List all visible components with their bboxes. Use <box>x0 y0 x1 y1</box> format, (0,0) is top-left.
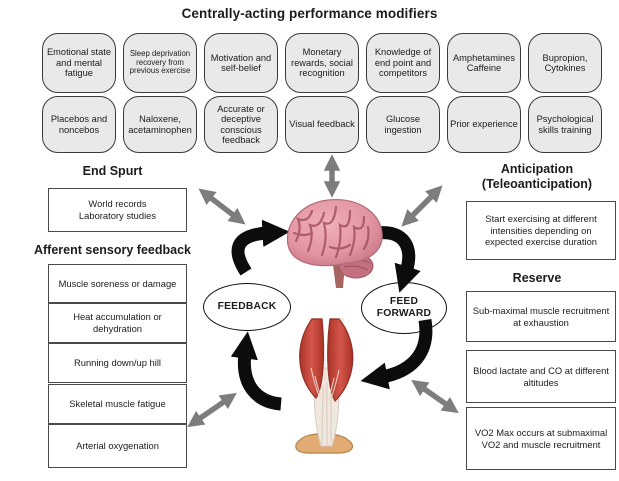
afferent-heading: Afferent sensory feedback <box>33 243 191 257</box>
modifier-box-motivation: Motivation and self-belief <box>204 33 278 93</box>
afferent-box-skeletal-fatigue: Skeletal muscle fatigue <box>48 384 187 424</box>
modifier-box-psych-skills: Psychological skills training <box>528 96 602 153</box>
afferent-box-arterial-oxygenation: Arterial oxygenation <box>48 424 187 468</box>
arrow-muscle-to-feedback-icon <box>230 331 282 411</box>
arrow-afferent-muscle-icon <box>187 392 237 428</box>
end-spurt-box: World records Laboratory studies <box>48 188 187 232</box>
modifier-box-monetary-rewards: Monetary rewards, social recognition <box>285 33 359 93</box>
modifier-box-placebos: Placebos and noncebos <box>42 96 116 153</box>
reserve-heading: Reserve <box>512 271 562 285</box>
anticipation-box: Start exercising at different intensitie… <box>466 201 616 260</box>
arrow-feedback-to-brain-icon <box>231 219 290 276</box>
modifier-box-emotional-state: Emotional state and mental fatigue <box>42 33 116 93</box>
modifier-box-prior-experience: Prior experience <box>447 96 521 153</box>
arrow-reserve-muscle-icon <box>411 379 459 414</box>
afferent-box-running: Running down/up hill <box>48 343 187 383</box>
modifier-box-knowledge-endpoint: Knowledge of end point and competitors <box>366 33 440 93</box>
brain-image <box>286 199 383 288</box>
reserve-box-blood-lactate: Blood lactate and CO at different altitu… <box>466 350 616 403</box>
arrow-brain-to-feedforward-icon <box>376 226 421 293</box>
modifier-box-deceptive-feedback: Accurate or deceptive conscious feedback <box>204 96 278 153</box>
afferent-box-heat: Heat accumulation or dehydration <box>48 303 187 343</box>
modifier-box-visual-feedback: Visual feedback <box>285 96 359 153</box>
reserve-box-vo2max: VO2 Max occurs at submaximal VO2 and mus… <box>466 407 616 470</box>
arrow-endspurt-brain-icon <box>198 188 246 225</box>
modifier-box-sleep-deprivation: Sleep deprivation recovery from previous… <box>123 33 197 93</box>
modifier-box-naloxene: Naloxene, acetaminophen <box>123 96 197 153</box>
modifier-box-bupropion: Bupropion, Cytokines <box>528 33 602 93</box>
afferent-box-muscle-soreness: Muscle soreness or damage <box>48 264 187 303</box>
modifier-row-1: Emotional state and mental fatigue Sleep… <box>42 33 602 93</box>
muscle-image <box>295 318 354 454</box>
modifier-box-glucose: Glucose ingestion <box>366 96 440 153</box>
arrow-anticipation-brain-icon <box>401 185 443 227</box>
anticipation-heading: Anticipation (Teleoanticipation) <box>481 162 593 191</box>
end-spurt-heading: End Spurt <box>82 164 143 178</box>
reserve-box-submaximal: Sub-maximal muscle recruitment at exhaus… <box>466 291 616 342</box>
feedback-node: FEEDBACK <box>203 283 291 331</box>
modifier-row-2: Placebos and noncebos Naloxene, acetamin… <box>42 96 602 153</box>
diagram-title: Centrally-acting performance modifiers <box>181 6 438 21</box>
feedforward-node: FEED FORWARD <box>361 282 447 334</box>
modifier-box-amphetamines: Amphetamines Caffeine <box>447 33 521 93</box>
